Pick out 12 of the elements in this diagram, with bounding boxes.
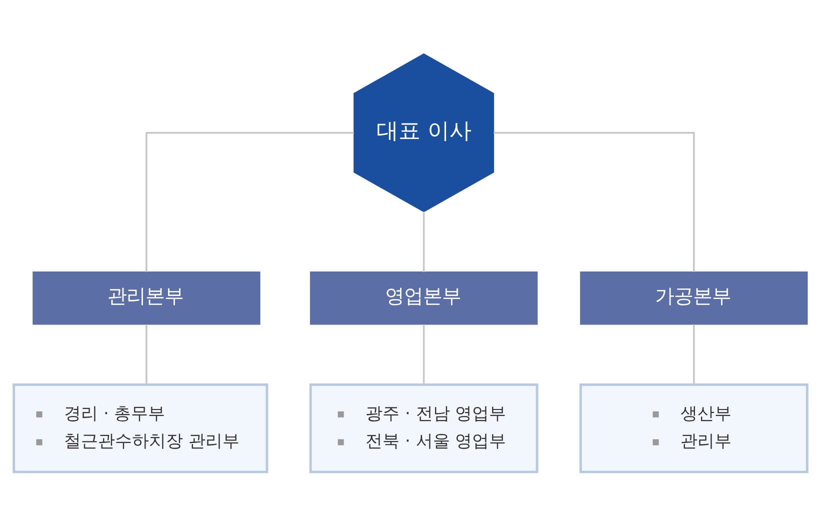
node-box: 광주 · 전남 영업부 전북 · 서울 영업부: [308, 384, 538, 474]
node-box: 영업본부: [309, 271, 538, 325]
connector: [493, 132, 694, 272]
connector: [422, 212, 424, 272]
connector: [145, 132, 354, 272]
node-box: 가공본부: [580, 271, 808, 325]
node-box: 생산부 관리부: [578, 384, 808, 474]
connector: [422, 324, 424, 385]
node-box: 관리본부: [32, 271, 260, 325]
connector: [692, 324, 694, 385]
node-box: 경리 · 총무부 철근관수하치장 관리부: [12, 384, 268, 474]
connector: [145, 324, 147, 385]
